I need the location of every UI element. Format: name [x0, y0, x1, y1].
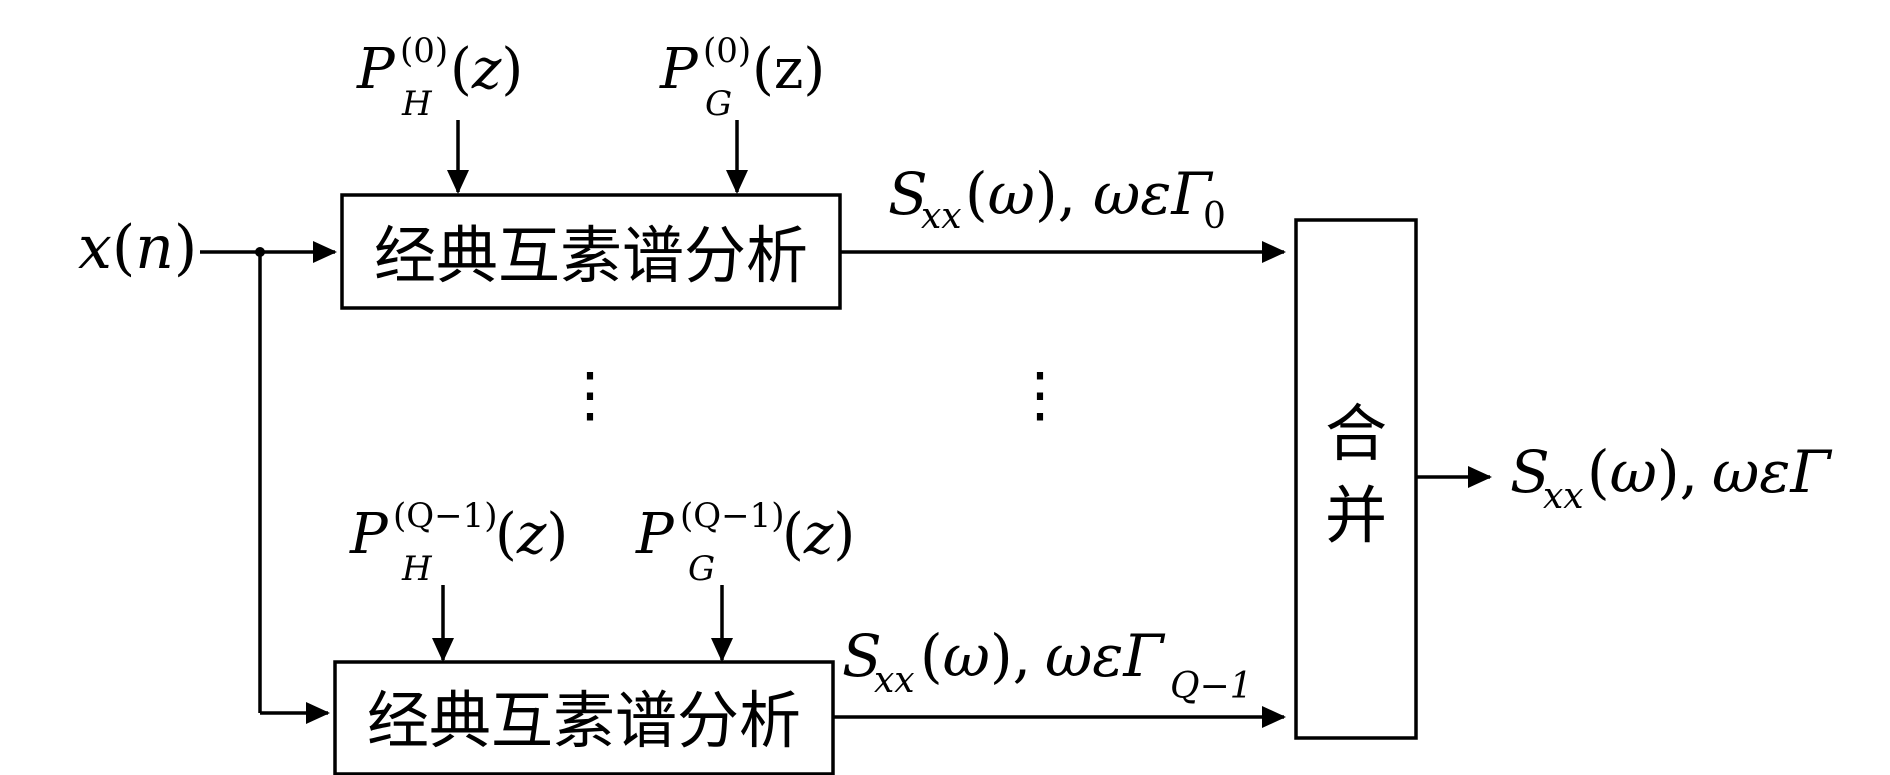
- svg-text:(0): (0): [703, 31, 751, 71]
- svg-text:0: 0: [1203, 196, 1226, 237]
- svg-text:P: P: [659, 37, 699, 102]
- svg-text:(Q−1): (Q−1): [680, 496, 785, 536]
- svg-text:S: S: [888, 160, 928, 228]
- merge-char-2: 并: [1325, 479, 1387, 552]
- svg-text:xx: xx: [921, 196, 962, 237]
- svg-text:(z): (z): [752, 37, 825, 102]
- svg-text:(z): (z): [450, 37, 523, 102]
- top-block-label: 经典互素谱分析: [374, 219, 808, 292]
- svg-text:(0): (0): [400, 31, 448, 71]
- merge-block: [1294, 218, 1418, 740]
- svg-text:P: P: [356, 37, 396, 102]
- svg-text:(Q−1): (Q−1): [393, 496, 498, 536]
- svg-text:ωεΓ: ωεΓ: [1712, 438, 1832, 506]
- svg-text:(z): (z): [495, 502, 568, 567]
- svg-text:(ω),: (ω),: [920, 622, 1031, 690]
- bottom-block-label: 经典互素谱分析: [367, 684, 801, 757]
- ellipsis-right: ⋮: [1010, 360, 1070, 430]
- svg-text:S: S: [1510, 438, 1550, 506]
- svg-text:xx: xx: [1543, 476, 1584, 517]
- svg-text:P: P: [349, 502, 389, 567]
- svg-text:G: G: [705, 84, 732, 124]
- bottom-coprime-analysis-block: [333, 660, 835, 775]
- svg-text:(ω),: (ω),: [1587, 438, 1698, 506]
- svg-text:ωεΓ: ωεΓ: [1093, 160, 1213, 228]
- svg-text:ωεΓ: ωεΓ: [1045, 622, 1165, 690]
- ellipsis-left: ⋮: [560, 360, 620, 430]
- svg-text:G: G: [688, 549, 715, 589]
- merge-char-1: 合: [1325, 397, 1387, 470]
- svg-text:(z): (z): [782, 502, 855, 567]
- top-output-label: S xx (ω), ωεΓ 0: [888, 160, 1226, 237]
- svg-text:x(n): x(n): [78, 213, 197, 283]
- top-param-G: P (0) G (z): [659, 31, 825, 124]
- svg-text:H: H: [401, 84, 433, 124]
- svg-text:S: S: [842, 622, 882, 690]
- bottom-param-H: P (Q−1) H (z): [349, 496, 568, 589]
- svg-text:H: H: [401, 549, 433, 589]
- input-signal-label: x(n): [78, 213, 197, 283]
- bottom-param-G: P (Q−1) G (z): [635, 496, 855, 589]
- svg-text:(ω),: (ω),: [965, 160, 1076, 228]
- svg-text:P: P: [635, 502, 675, 567]
- bottom-output-label: S xx (ω), ωεΓ Q−1: [842, 622, 1253, 707]
- final-output-label: S xx (ω), ωεΓ: [1510, 438, 1832, 517]
- svg-text:xx: xx: [874, 660, 915, 701]
- svg-text:Q−1: Q−1: [1170, 666, 1253, 707]
- top-param-H: P (0) H (z): [356, 31, 523, 124]
